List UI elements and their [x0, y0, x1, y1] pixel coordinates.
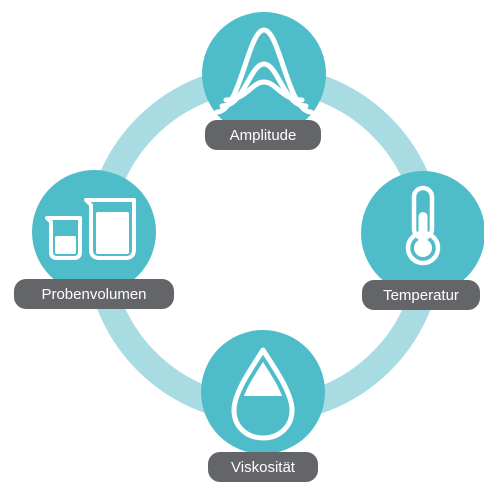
thermometer-icon	[405, 185, 441, 266]
label-probenvolumen: Probenvolumen	[14, 279, 174, 309]
beakers-icon	[45, 198, 136, 260]
label-amplitude-text: Amplitude	[230, 127, 297, 144]
label-probenvolumen-text: Probenvolumen	[41, 286, 146, 303]
label-amplitude: Amplitude	[205, 120, 321, 150]
label-temperatur-text: Temperatur	[383, 287, 459, 304]
label-temperatur: Temperatur	[362, 280, 480, 310]
label-probenvolumen-bg	[14, 279, 174, 309]
node-amplitude: Amplitude	[202, 12, 326, 150]
amplitude-peaks-icon	[214, 27, 314, 115]
label-temperatur-bg	[362, 280, 480, 310]
node-temperatur: Temperatur	[361, 171, 484, 310]
label-viskositaet-text: Viskosität	[231, 459, 296, 476]
label-viskositaet: Viskosität	[208, 452, 318, 482]
node-viskositaet: Viskosität	[201, 330, 325, 482]
drop-icon	[231, 347, 295, 441]
label-amplitude-bg	[205, 120, 321, 150]
label-viskositaet-bg	[208, 452, 318, 482]
node-probenvolumen: Probenvolumen	[14, 170, 174, 309]
